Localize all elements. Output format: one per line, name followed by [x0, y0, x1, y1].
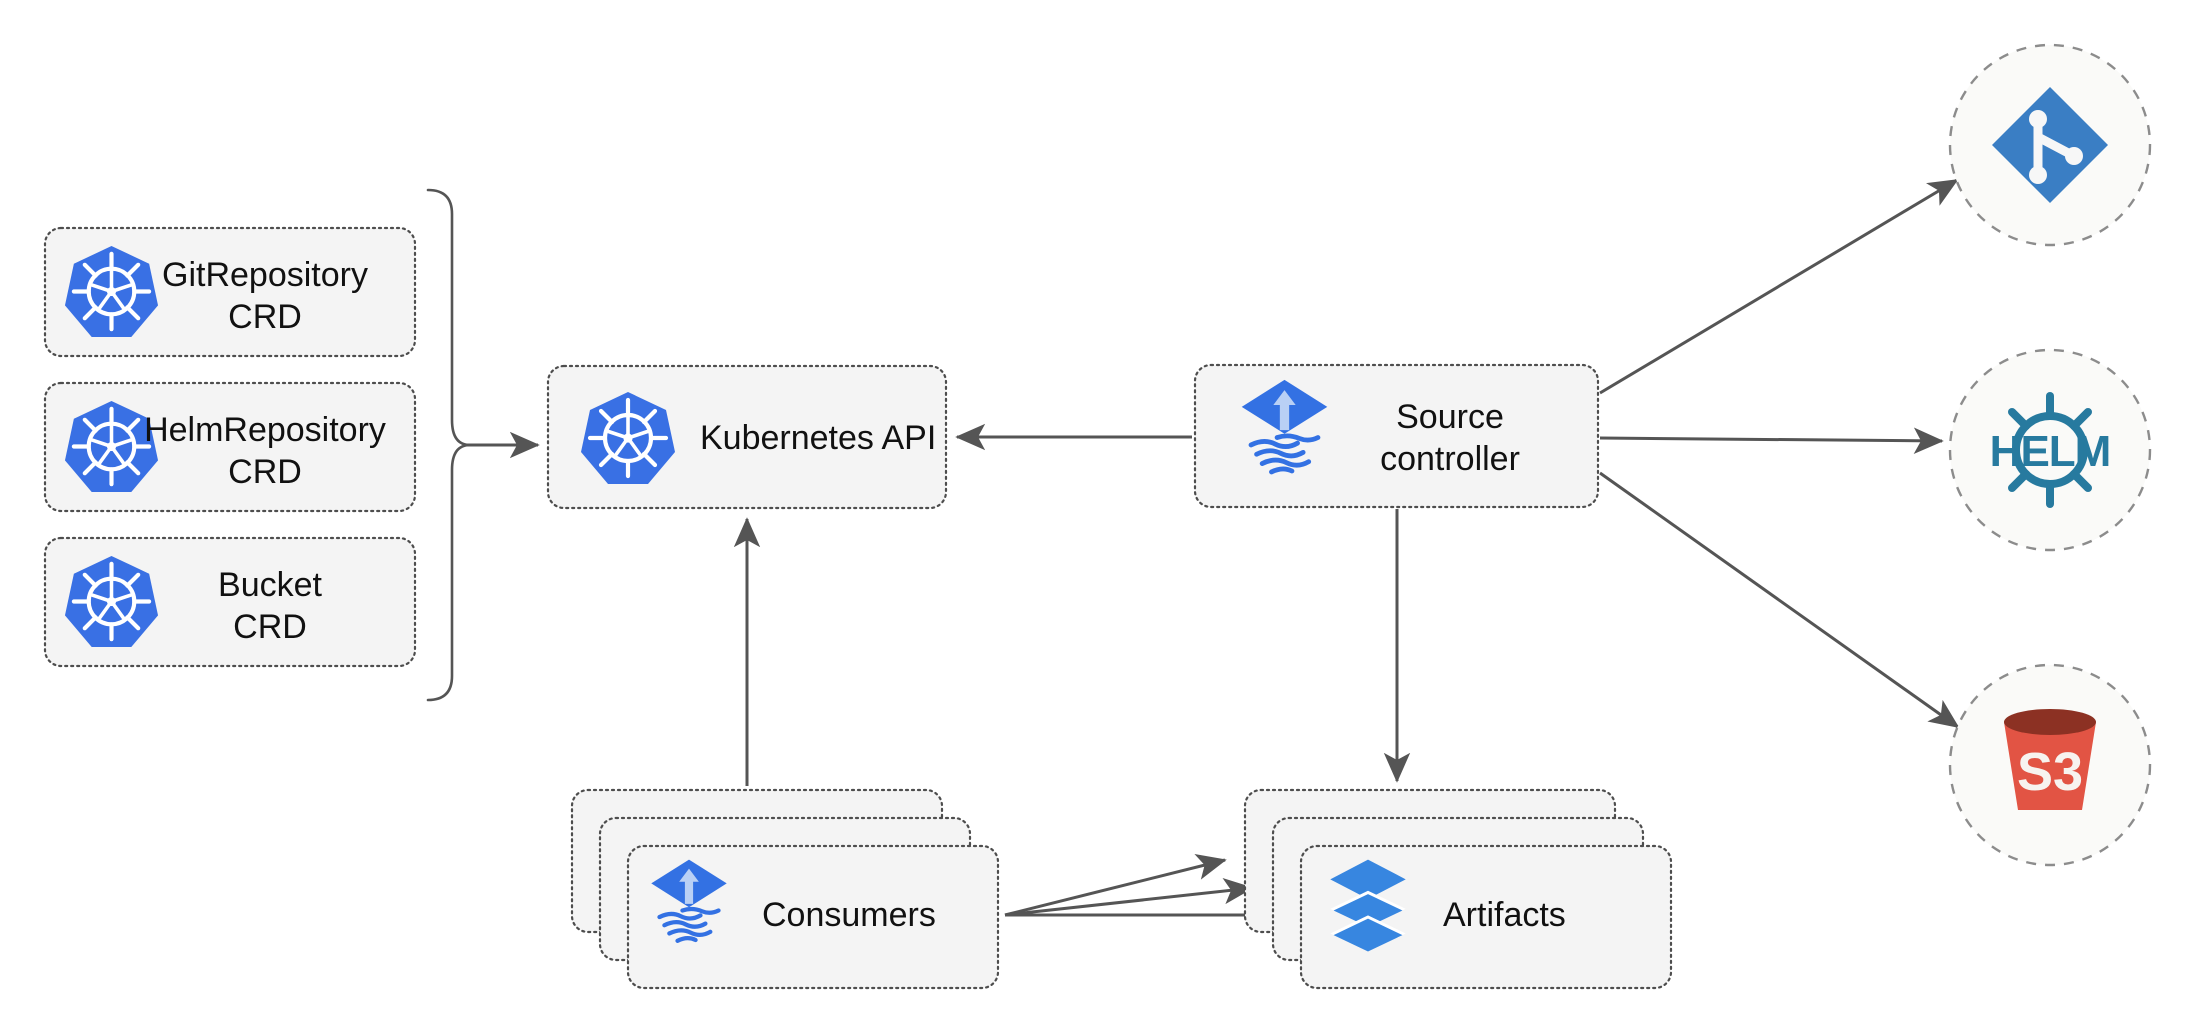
crd-card-gitrepository[interactable]: GitRepository CRD — [43, 226, 417, 358]
helm-label: HELM — [1990, 427, 2111, 476]
edge-source-to-s3 — [1599, 471, 1960, 729]
endpoint-git[interactable] — [1948, 43, 2152, 247]
node-artifacts[interactable]: Artifacts — [1243, 788, 1673, 990]
s3-label: S3 — [2017, 742, 2083, 802]
layers-icon — [1330, 859, 1406, 952]
node-consumers[interactable]: Consumers — [570, 788, 1000, 990]
crd-card-helmrepository[interactable]: HelmRepository CRD — [43, 381, 417, 513]
edge-source-to-git — [1599, 178, 1959, 395]
endpoint-s3[interactable]: S3 — [1948, 663, 2152, 867]
crd-card-bucket[interactable]: Bucket CRD — [43, 536, 417, 668]
node-kubernetes-api[interactable]: Kubernetes API — [546, 364, 948, 510]
crd-group: GitRepository CRD HelmRepository CRD Buc… — [43, 226, 417, 668]
artifacts-label: Artifacts — [1443, 896, 1566, 934]
source-controller-label-line1: Source — [1396, 398, 1504, 436]
consumers-label: Consumers — [762, 896, 936, 934]
crd-label-line2: CRD — [228, 453, 302, 491]
edge-consumers-to-artifacts-2 — [1004, 877, 1254, 917]
endpoint-helm[interactable]: HELM — [1948, 348, 2152, 552]
crd-label-line2: CRD — [233, 608, 307, 646]
kubernetes-api-label: Kubernetes API — [700, 419, 936, 457]
edge-source-to-helm — [1599, 427, 1944, 454]
edge-consumers-to-artifacts-1 — [1004, 854, 1227, 917]
crd-label-line2: CRD — [228, 298, 302, 336]
edge-layer — [426, 178, 1960, 929]
crd-label-line1: GitRepository — [162, 256, 368, 294]
crd-label-line1: HelmRepository — [144, 411, 386, 449]
crd-label-line1: Bucket — [218, 566, 322, 604]
node-source-controller[interactable]: Source controller — [1193, 363, 1600, 509]
source-controller-label-line2: controller — [1380, 440, 1520, 478]
